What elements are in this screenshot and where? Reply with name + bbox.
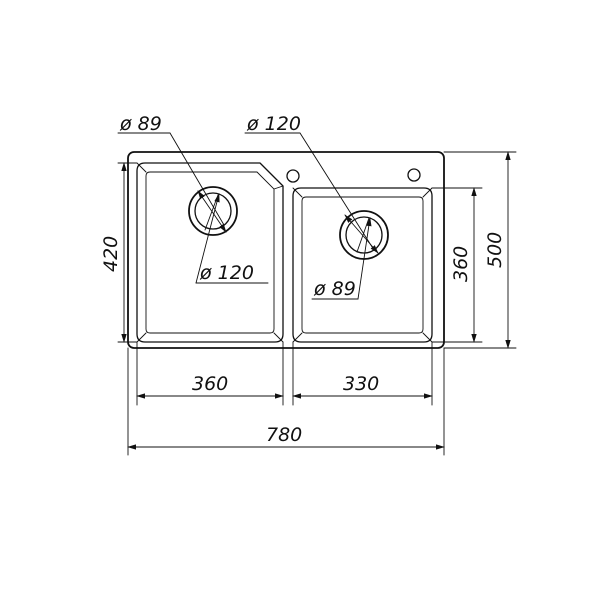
sink-outline: [127, 151, 445, 349]
label-left-drain-inner: ø 120: [199, 262, 254, 284]
label-dim-780: 780: [266, 424, 302, 446]
left-drain: [188, 186, 238, 236]
label-dim-420: 420: [100, 236, 122, 272]
label-dim-500: 500: [484, 232, 506, 268]
left-drain-leaders: [117, 132, 269, 284]
faucet-hole-right: [407, 168, 421, 182]
right-drain-leaders: [244, 132, 379, 300]
left-bowl: [136, 162, 284, 343]
right-bowl: [292, 187, 433, 343]
label-left-drain-outer: ø 89: [119, 113, 162, 135]
label-dim-360-vertical: 360: [450, 246, 472, 282]
label-right-drain-outer: ø 120: [246, 113, 301, 135]
label-dim-360-horizontal: 360: [192, 373, 228, 395]
label-right-drain-inner: ø 89: [313, 278, 356, 300]
faucet-hole-left: [286, 169, 300, 183]
label-dim-330: 330: [343, 373, 379, 395]
